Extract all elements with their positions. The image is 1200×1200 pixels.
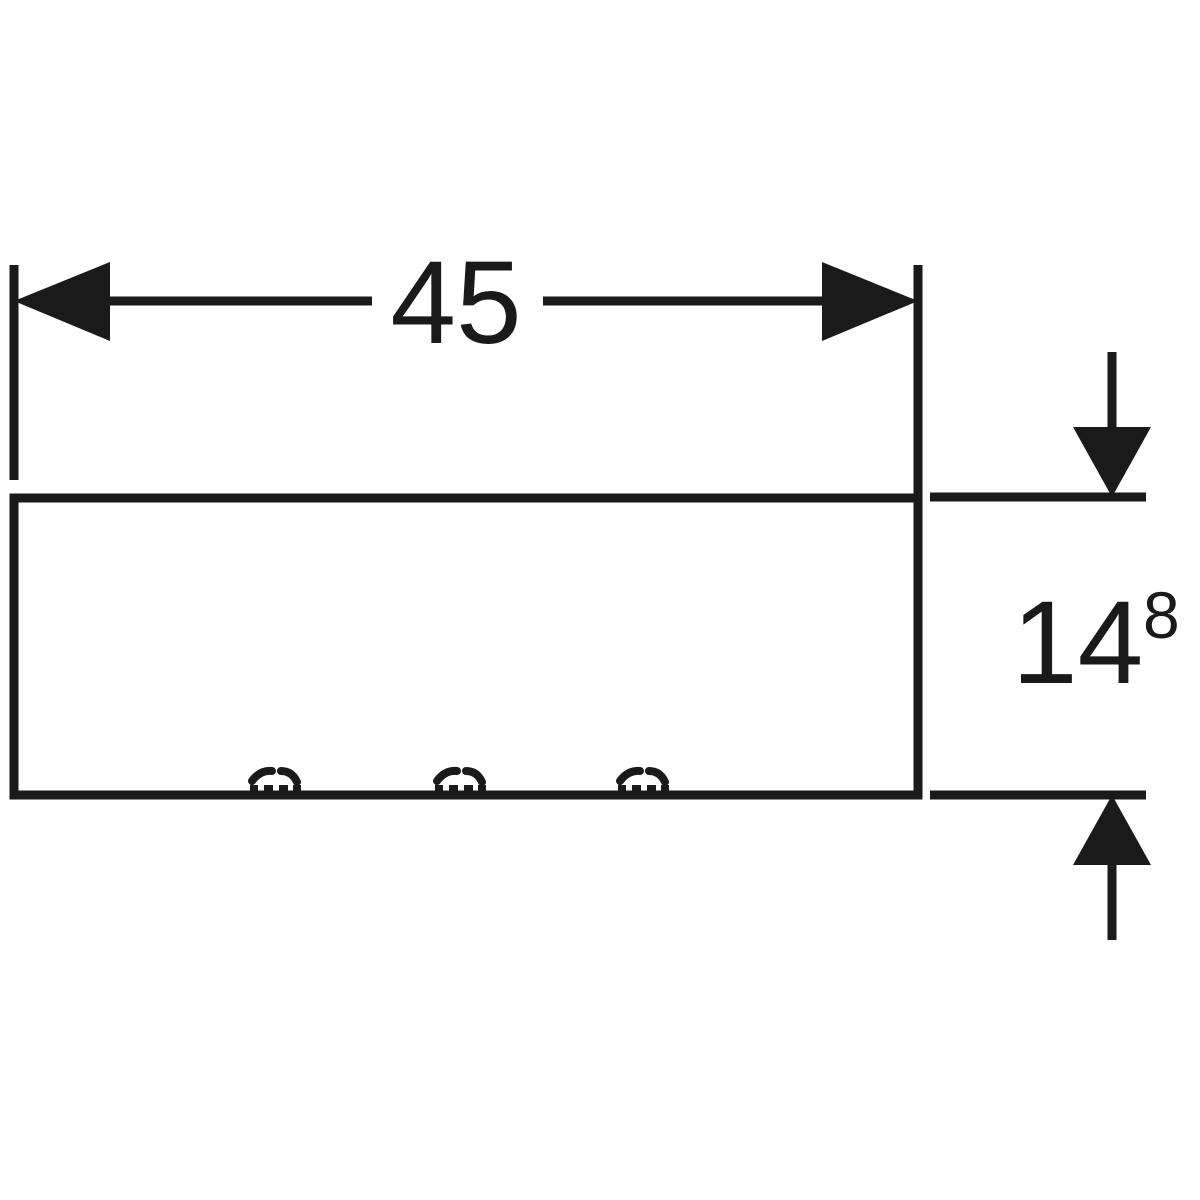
- height-dimension-label: 14: [1012, 577, 1143, 709]
- mounting-mark-arc-right: [645, 767, 669, 786]
- mounting-mark-arc-left: [616, 766, 644, 785]
- mounting-mark-tooth: [632, 785, 641, 794]
- mounting-mark-tooth: [250, 785, 258, 794]
- mounting-mark-arc-left: [248, 766, 276, 785]
- mounting-mark-arc-right: [462, 767, 486, 786]
- mounting-mark-tooth: [435, 785, 443, 794]
- mounting-mark-tooth: [464, 785, 473, 794]
- mounting-marks-group: [248, 766, 669, 794]
- width-arrowhead-right: [822, 262, 918, 341]
- mounting-mark-tooth: [279, 785, 288, 794]
- height-arrowhead-top: [1073, 427, 1151, 497]
- product-outline-group: [9, 493, 923, 800]
- width-dimension-label: 45: [390, 237, 521, 369]
- mounting-mark: [433, 766, 486, 794]
- mounting-mark-tooth: [449, 785, 458, 794]
- mounting-mark-tooth: [647, 785, 656, 794]
- height-dimension-group: 14 8: [930, 352, 1180, 940]
- height-dimension-superscript: 8: [1143, 578, 1180, 652]
- width-dimension-group: 45: [9, 237, 923, 498]
- mounting-mark-arc-right: [277, 767, 301, 786]
- mounting-mark: [248, 766, 301, 794]
- mounting-mark-arc-left: [433, 766, 461, 785]
- width-arrowhead-left: [14, 262, 110, 341]
- height-arrowhead-bottom: [1073, 795, 1151, 865]
- mounting-mark-tooth: [661, 785, 669, 794]
- mounting-mark-tooth: [478, 785, 486, 794]
- mounting-mark-tooth: [264, 785, 273, 794]
- mounting-mark-tooth: [618, 785, 626, 794]
- product-outline: [9, 493, 923, 800]
- mounting-mark: [616, 766, 669, 794]
- mounting-mark-tooth: [293, 785, 301, 794]
